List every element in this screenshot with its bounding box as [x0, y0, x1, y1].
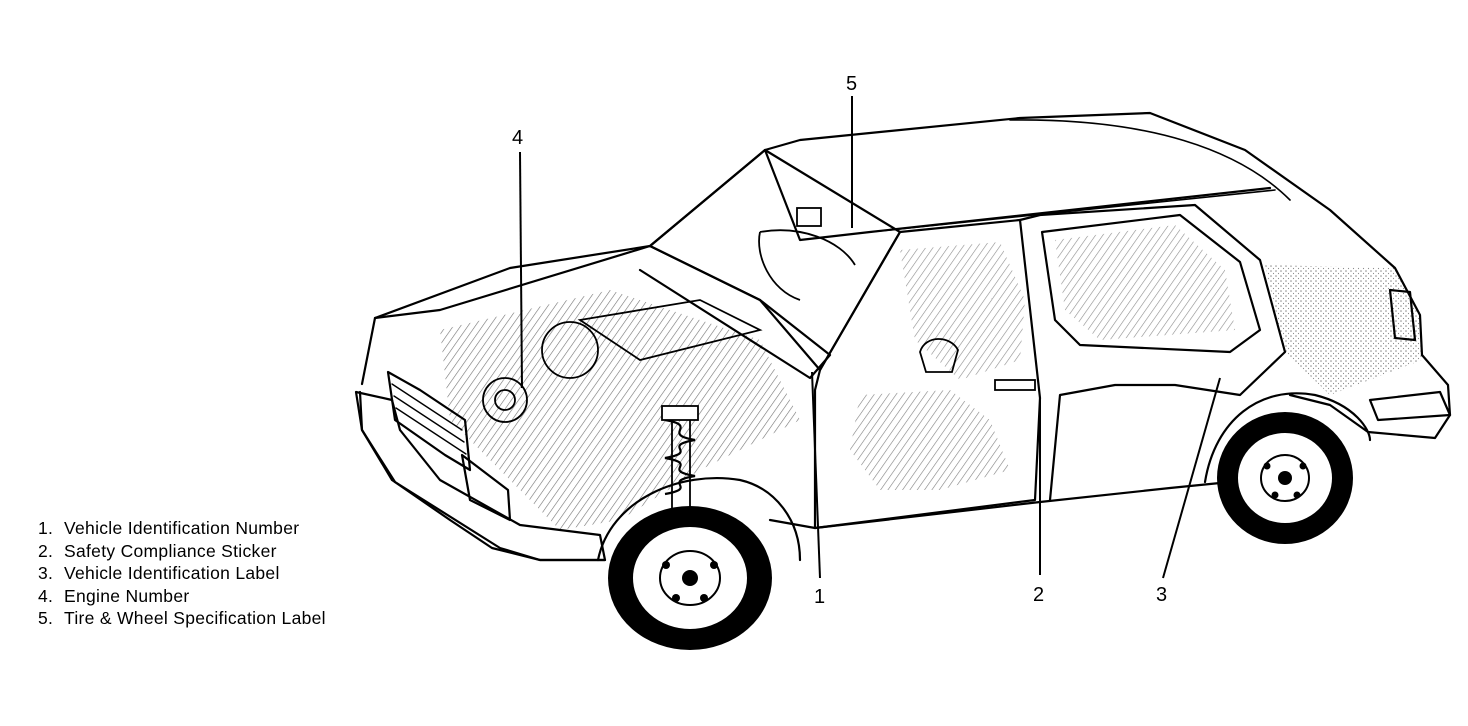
- callout-4-number: 4: [512, 127, 524, 149]
- rear-window: [1040, 213, 1262, 354]
- legend-item: 4. Engine Number: [38, 585, 326, 608]
- front-seatback-shading: [900, 242, 1025, 380]
- legend-item-text: Tire & Wheel Specification Label: [64, 608, 326, 628]
- legend-item-text: Safety Compliance Sticker: [64, 540, 277, 561]
- callout-2-number: 2: [1033, 584, 1045, 606]
- legend-item: 5. Tire & Wheel Specification Label: [38, 607, 326, 630]
- legend: 1. Vehicle Identification Number 2. Safety…: [38, 517, 326, 630]
- callout-1-number: 1: [814, 586, 826, 608]
- legend-item: 3. Vehicle Identification Label: [38, 562, 326, 585]
- rear-door-opening: [1018, 203, 1287, 502]
- engine-bay-shading: [440, 290, 800, 530]
- grille: [386, 370, 472, 472]
- headlight: [460, 453, 512, 522]
- seat-shading: [850, 390, 1010, 490]
- rear-wheel-arch: [1203, 392, 1372, 484]
- rear-quarter-shading: [1265, 265, 1422, 395]
- leader-line-1: [811, 371, 821, 579]
- legend-item-number: 5.: [38, 608, 54, 628]
- legend-item-number: 2.: [38, 540, 54, 561]
- alternator: [482, 377, 528, 423]
- roof-rail: [763, 148, 1272, 242]
- steering-wheel: [758, 229, 856, 301]
- legend-item-text: Vehicle Identification Number: [64, 518, 300, 538]
- callout-5-number: 5: [846, 73, 858, 95]
- legend-item-text: Engine Number: [64, 585, 190, 606]
- rear-seat-shading: [1055, 225, 1235, 340]
- legend-item: 1. Vehicle Identification Number: [38, 517, 326, 540]
- legend-item-number: 1.: [38, 518, 54, 538]
- front-door-opening: [813, 218, 1042, 530]
- front-wheel: [608, 506, 772, 650]
- air-filter: [541, 321, 599, 379]
- legend-item-number: 4.: [38, 585, 54, 606]
- side-mirror: [796, 207, 822, 227]
- valve-cover: [577, 299, 763, 361]
- leader-line-4: [519, 151, 523, 389]
- legend-item-number: 3.: [38, 563, 54, 583]
- headrest: [919, 338, 959, 373]
- rear-wheel: [1217, 412, 1353, 544]
- rear-bumper: [1368, 390, 1452, 422]
- callout-3-number: 3: [1156, 584, 1168, 606]
- legend-item-text: Vehicle Identification Label: [64, 563, 280, 583]
- legend-item: 2. Safety Compliance Sticker: [38, 540, 326, 563]
- door-handle: [994, 379, 1036, 391]
- leader-line-3: [1162, 377, 1221, 579]
